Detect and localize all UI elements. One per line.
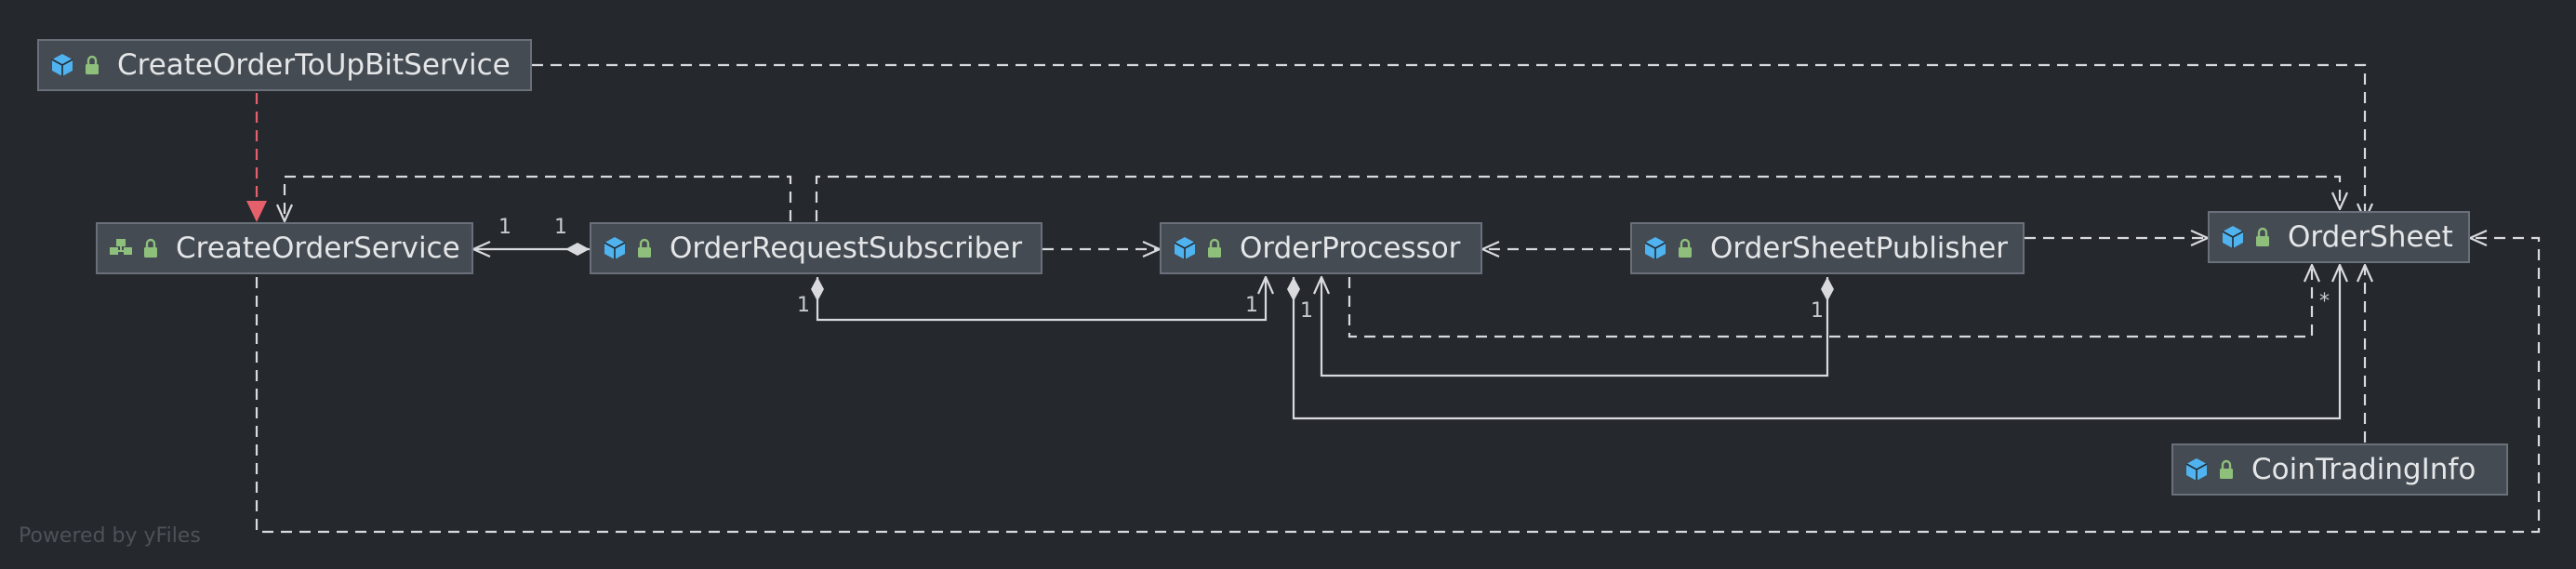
multiplicity-label: 1 <box>797 294 810 317</box>
edge-composition <box>1321 277 1827 377</box>
class-name: CreateOrderService <box>176 232 460 265</box>
class-icon <box>603 236 627 260</box>
class-name: OrderSheet <box>2288 220 2453 254</box>
edge-dependency <box>255 238 2541 534</box>
multiplicity-label: 1 <box>1245 294 1258 317</box>
lock-icon <box>84 55 100 75</box>
multiplicity-label: 1 <box>1300 299 1313 323</box>
class-node-create-order-service[interactable]: CreateOrderService <box>96 222 473 274</box>
lock-icon <box>1206 238 1223 258</box>
class-node-create-order-to-upbit-service[interactable]: CreateOrderToUpBitService <box>37 39 532 91</box>
lock-icon <box>2218 459 2235 480</box>
class-name: CoinTradingInfo <box>2251 453 2476 486</box>
multiplicity-label: 1 <box>554 216 567 239</box>
class-icon <box>1173 236 1197 260</box>
edge-dependency <box>815 175 2340 221</box>
class-icon <box>50 53 74 77</box>
edge-dependency <box>532 63 2365 220</box>
multiplicity-label: * <box>2319 290 2330 313</box>
class-name: OrderRequestSubscriber <box>670 232 1023 265</box>
edge-composition <box>817 277 1266 322</box>
edge-dependency <box>1348 265 2312 338</box>
edge-dependency <box>285 175 792 221</box>
interface-icon <box>109 236 133 260</box>
lock-icon <box>636 238 653 258</box>
lock-icon <box>142 238 159 258</box>
edge-composition <box>1294 265 2340 420</box>
lock-icon <box>2254 227 2271 247</box>
class-node-order-sheet[interactable]: OrderSheet <box>2208 211 2470 263</box>
class-name: CreateOrderToUpBitService <box>117 48 511 82</box>
class-name: OrderSheetPublisher <box>1710 232 2009 265</box>
class-node-order-processor[interactable]: OrderProcessor <box>1160 222 1482 274</box>
lock-icon <box>1677 238 1693 258</box>
class-icon <box>1643 236 1667 260</box>
multiplicity-label: 1 <box>1811 299 1824 323</box>
class-name: OrderProcessor <box>1240 232 1461 265</box>
class-node-order-sheet-publisher[interactable]: OrderSheetPublisher <box>1630 222 2025 274</box>
class-icon <box>2221 225 2245 249</box>
class-node-order-request-subscriber[interactable]: OrderRequestSubscriber <box>590 222 1042 274</box>
class-node-coin-trading-info[interactable]: CoinTradingInfo <box>2171 443 2508 496</box>
powered-by-label: Powered by yFiles <box>19 524 201 548</box>
class-icon <box>2184 457 2209 482</box>
multiplicity-label: 1 <box>498 216 511 239</box>
